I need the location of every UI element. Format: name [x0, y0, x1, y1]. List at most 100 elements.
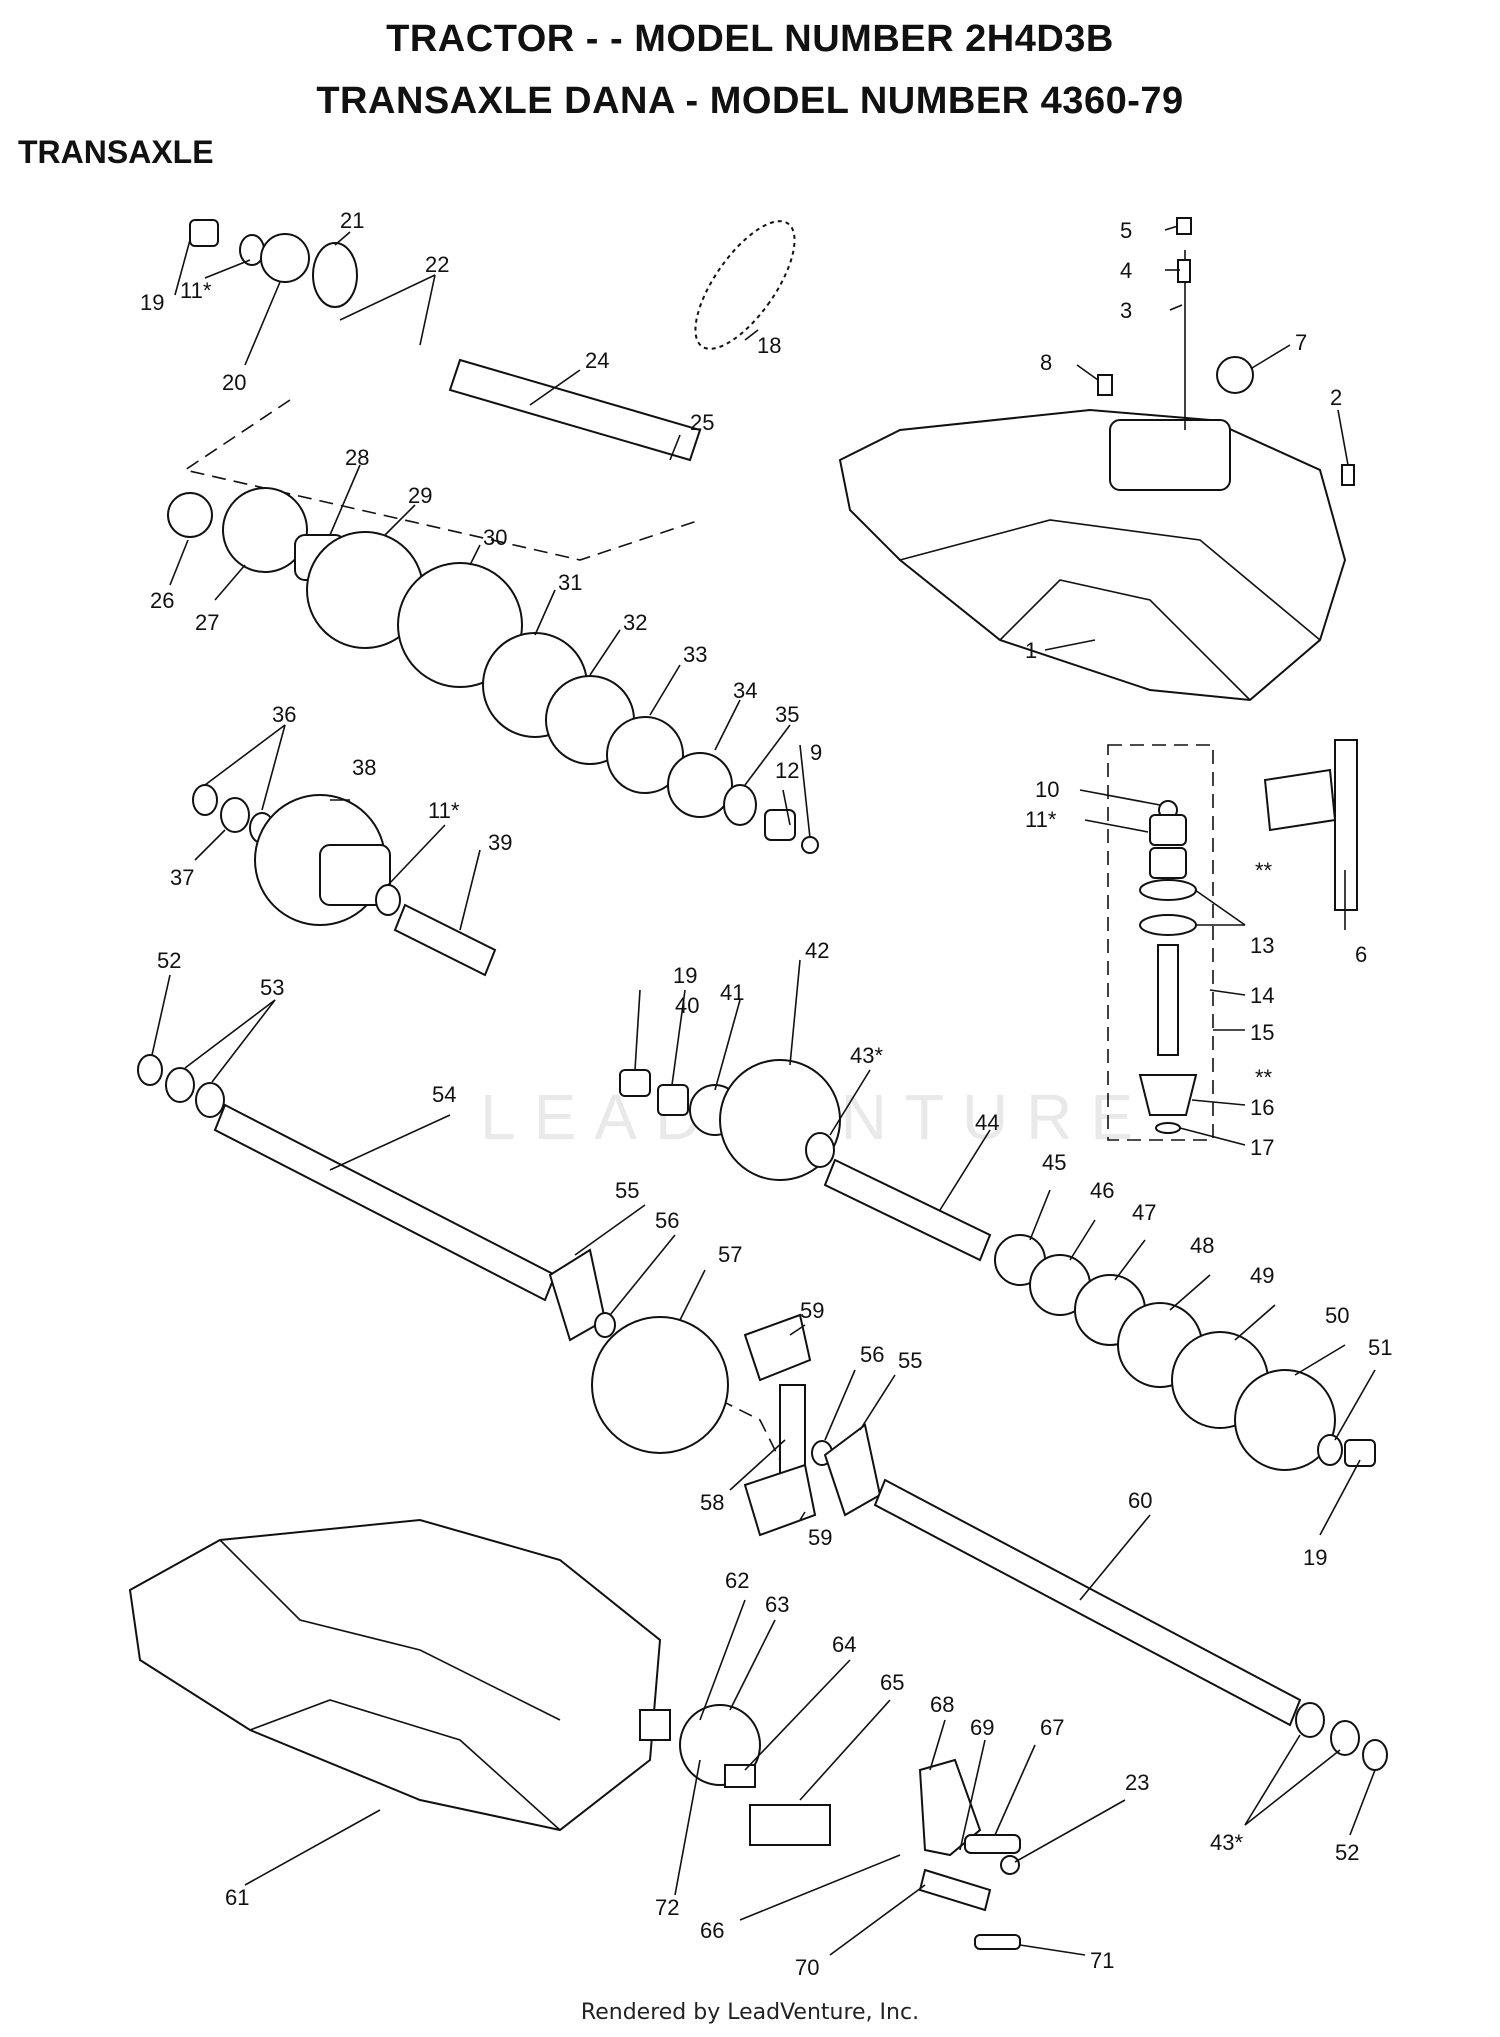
page-subtitle: TRANSAXLE DANA - MODEL NUMBER 4360-79 [316, 80, 1184, 122]
callout-32: 32 [623, 610, 647, 635]
callout-51: 51 [1368, 1335, 1392, 1360]
callout-65: 65 [880, 1670, 904, 1695]
callout-12: 12 [775, 758, 799, 783]
callout-29: 29 [408, 483, 432, 508]
right-axle-group [873, 1478, 1388, 1771]
shift-shaft-assembly [1097, 217, 1358, 1134]
callout-56b: 56 [860, 1342, 884, 1367]
callout-59a: 59 [800, 1298, 824, 1323]
callout-5: 5 [1120, 218, 1132, 243]
callout-31: 31 [558, 570, 582, 595]
callout-47: 47 [1132, 1200, 1156, 1225]
callout-4: 4 [1120, 258, 1132, 283]
callout-3: 3 [1120, 298, 1132, 323]
callout-43b: 43* [1210, 1830, 1243, 1855]
callout-37: 37 [170, 865, 194, 890]
callout-59b: 59 [808, 1525, 832, 1550]
callout-25: 25 [690, 410, 714, 435]
callout-45: 45 [1042, 1150, 1066, 1175]
callout-70: 70 [795, 1955, 819, 1980]
upper-gear-train [167, 219, 819, 854]
callout-42: 42 [805, 938, 829, 963]
callout-67: 67 [1040, 1715, 1064, 1740]
callout-13: 13 [1250, 933, 1274, 958]
callout-10: 10 [1035, 777, 1059, 802]
callout-2: 2 [1330, 385, 1342, 410]
callout-16: 16 [1250, 1095, 1274, 1120]
callout-6: 6 [1355, 942, 1367, 967]
callout-71: 71 [1090, 1948, 1114, 1973]
callout-60: 60 [1128, 1488, 1152, 1513]
callout-7: 7 [1295, 330, 1307, 355]
leader-lines [151, 225, 1376, 1956]
drive-chain [694, 220, 796, 350]
callout-labels: 1 2 3 4 5 6 7 8 9 10 11* 11* 11* 12 13 1… [140, 208, 1392, 1980]
callout-35: 35 [775, 702, 799, 727]
brake-assembly [639, 1704, 1021, 1950]
callout-11c: 11* [428, 798, 460, 823]
callout-54: 54 [432, 1082, 456, 1107]
callout-55b: 55 [898, 1348, 922, 1373]
callout-61: 61 [225, 1885, 249, 1910]
lower-housing [128, 1518, 662, 1832]
section-heading: TRANSAXLE [18, 134, 214, 170]
callout-21: 21 [340, 208, 364, 233]
callout-56a: 56 [655, 1208, 679, 1233]
callout-24: 24 [585, 348, 609, 373]
callout-46: 46 [1090, 1178, 1114, 1203]
callout-27: 27 [195, 610, 219, 635]
callout-22: 22 [425, 252, 449, 277]
page-title: TRACTOR - - MODEL NUMBER 2H4D3B [386, 18, 1114, 60]
callout-19a: 19 [140, 290, 164, 315]
callout-11b: 11* [1025, 807, 1057, 832]
callout-15: 15 [1250, 1020, 1274, 1045]
upper-housing [838, 356, 1347, 702]
callout-30: 30 [483, 525, 507, 550]
callout-1: 1 [1025, 638, 1037, 663]
callout-33: 33 [683, 642, 707, 667]
callout-40: 40 [675, 993, 699, 1018]
callout-19c: 19 [1303, 1545, 1327, 1570]
callout-8: 8 [1040, 350, 1052, 375]
group-outline-upper [183, 399, 701, 561]
callout-20: 20 [222, 370, 246, 395]
callout-double-asterisk-a: ** [1255, 858, 1273, 883]
callout-41: 41 [720, 980, 744, 1005]
callout-14: 14 [1250, 983, 1274, 1008]
callout-63: 63 [765, 1592, 789, 1617]
callout-58: 58 [700, 1490, 724, 1515]
callout-28: 28 [345, 445, 369, 470]
callout-66: 66 [700, 1918, 724, 1943]
callout-55a: 55 [615, 1178, 639, 1203]
callout-52b: 52 [1335, 1840, 1359, 1865]
footer-credit: Rendered by LeadVenture, Inc. [580, 2000, 920, 2025]
callout-9: 9 [810, 740, 822, 765]
callout-43a: 43* [850, 1043, 883, 1068]
callout-double-asterisk-b: ** [1255, 1065, 1273, 1090]
callout-72: 72 [655, 1895, 679, 1920]
callout-18: 18 [757, 333, 781, 358]
callout-11a: 11* [180, 278, 212, 303]
group-outline-shift [1107, 744, 1214, 1141]
callout-52a: 52 [157, 948, 181, 973]
callout-50: 50 [1325, 1303, 1349, 1328]
callout-49: 49 [1250, 1263, 1274, 1288]
countershaft-group [619, 1059, 1376, 1471]
callout-34: 34 [733, 678, 757, 703]
callout-68: 68 [930, 1692, 954, 1717]
callout-69: 69 [970, 1715, 994, 1740]
callout-39: 39 [488, 830, 512, 855]
callout-53: 53 [260, 975, 284, 1000]
callout-57: 57 [718, 1242, 742, 1267]
callout-62: 62 [725, 1568, 749, 1593]
callout-26: 26 [150, 588, 174, 613]
left-axle-group [137, 1054, 882, 1537]
callout-17: 17 [1250, 1135, 1274, 1160]
callout-44: 44 [975, 1110, 999, 1135]
callout-64: 64 [832, 1632, 856, 1657]
cluster-gear-assembly [192, 784, 497, 977]
callout-38: 38 [352, 755, 376, 780]
callout-23: 23 [1125, 1770, 1149, 1795]
callout-19b: 19 [673, 963, 697, 988]
